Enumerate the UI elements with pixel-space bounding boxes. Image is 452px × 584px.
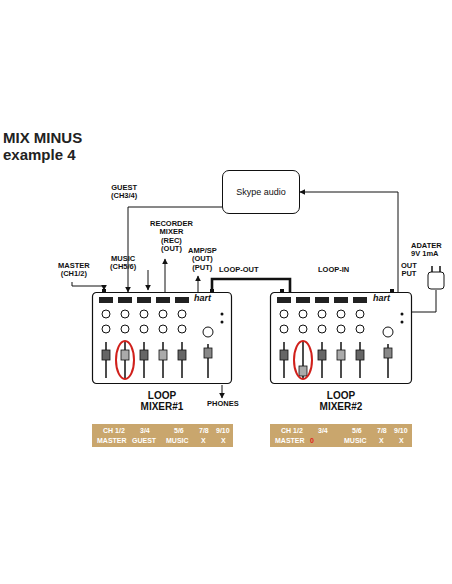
table-cell: MUSIC bbox=[344, 437, 367, 445]
table-cell: 0 bbox=[310, 437, 314, 445]
amp-label: AMP/SP (OUT) (PUT) bbox=[188, 247, 217, 272]
node-label: LOOP MIXER#1 bbox=[132, 390, 192, 412]
table-cell: X bbox=[399, 437, 404, 445]
table-cell: CH 1/2 bbox=[103, 427, 125, 435]
source-box: Skype audio bbox=[222, 170, 300, 214]
table-cell: 7/8 bbox=[377, 427, 387, 435]
table-cell: 7/8 bbox=[199, 427, 209, 435]
table-band bbox=[92, 424, 412, 447]
table-cell: X bbox=[201, 437, 206, 445]
diagram-title: MIX MINUS example 4 bbox=[3, 129, 103, 164]
phones-label: PHONES bbox=[207, 400, 239, 408]
node-label: Skype audio bbox=[236, 187, 286, 197]
mixer-panel bbox=[93, 289, 232, 384]
table-cell: MASTER bbox=[97, 437, 127, 445]
table-cell: MASTER bbox=[275, 437, 305, 445]
mixer-box: LOOP MIXER#1 bbox=[92, 292, 232, 384]
loop-label: LOOP-OUT bbox=[219, 266, 259, 274]
table-cell: MUSIC bbox=[166, 437, 189, 445]
power-plug bbox=[428, 266, 444, 289]
mixer-box: LOOP MIXER#2 bbox=[270, 292, 412, 384]
brand-logo: hart bbox=[373, 294, 390, 304]
adapter-label: ADATER 9V 1mA bbox=[411, 242, 449, 259]
table-cell: 9/10 bbox=[216, 427, 230, 435]
table-cell: 5/6 bbox=[174, 427, 184, 435]
table-cell: CH 1/2 bbox=[281, 427, 303, 435]
table-cell: 9/10 bbox=[394, 427, 408, 435]
table-cell: 3/4 bbox=[318, 427, 328, 435]
recorder-label: RECORDER MIXER (REC) (OUT) bbox=[150, 220, 193, 253]
master-label: MASTER (CH1/2) bbox=[58, 262, 90, 279]
table-cell: X bbox=[379, 437, 384, 445]
table-cell: 3/4 bbox=[140, 427, 150, 435]
brand-logo: hart bbox=[194, 294, 211, 304]
signal-connector bbox=[128, 207, 222, 292]
guest-label: GUEST (CH3/4) bbox=[111, 184, 137, 201]
mixer-panel bbox=[271, 289, 412, 384]
node-label: LOOP MIXER#2 bbox=[311, 390, 371, 412]
music-label: MUSIC (CH5/6) bbox=[110, 255, 136, 272]
loop-label: LOOP-IN bbox=[318, 266, 349, 274]
signal-connector bbox=[300, 192, 398, 292]
output-label: OUT PUT bbox=[401, 262, 417, 279]
table-cell: GUEST bbox=[132, 437, 156, 445]
signal-connector bbox=[212, 279, 290, 292]
table-cell: X bbox=[221, 437, 226, 445]
table-cell: 5/6 bbox=[352, 427, 362, 435]
